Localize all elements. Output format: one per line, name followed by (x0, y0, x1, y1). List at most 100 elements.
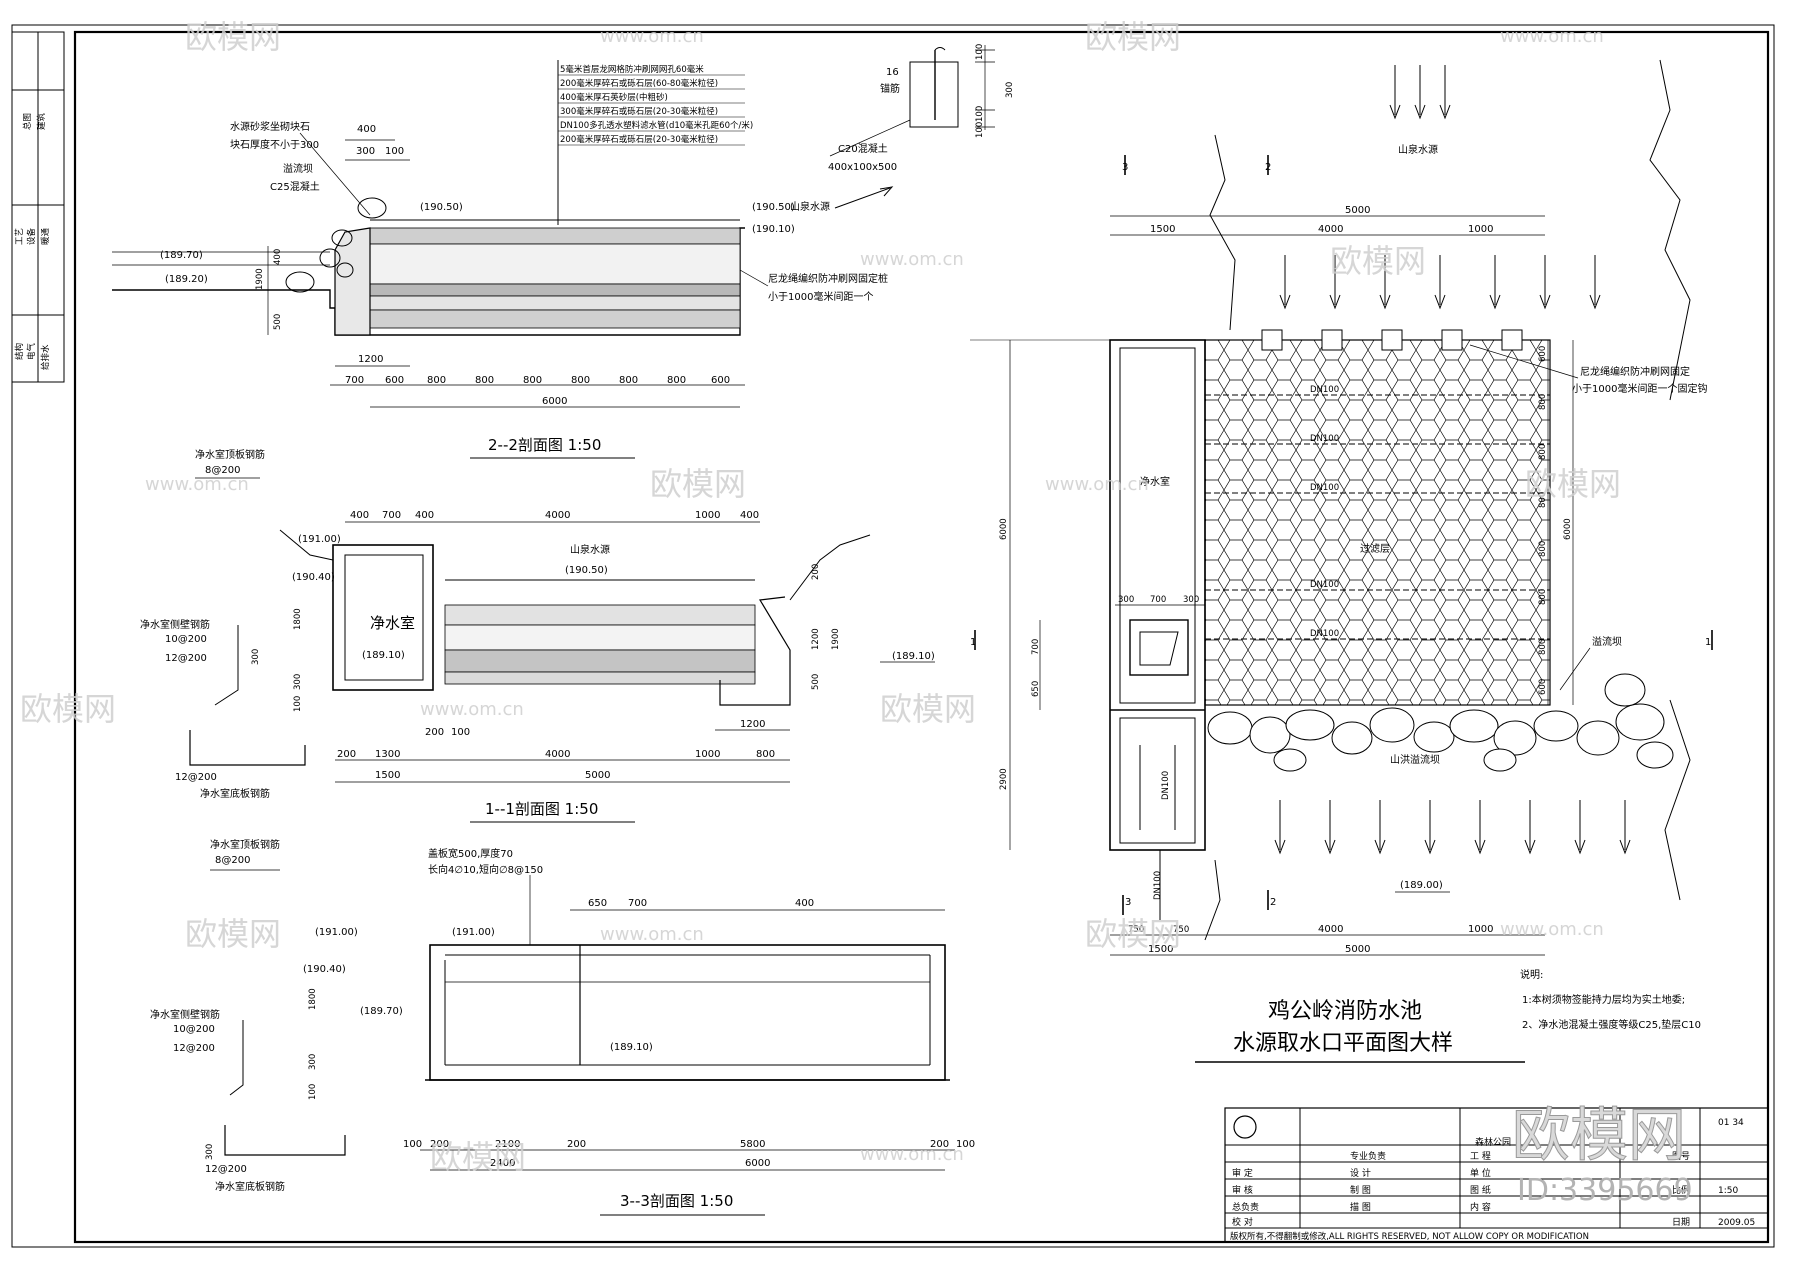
s11-top-bar: 8@200 (205, 465, 240, 476)
tb-row1-col3: 工 程 (1470, 1151, 1491, 1162)
watermark-brand-4: 欧模网 (650, 465, 746, 503)
tb-right-value-2: 1:50 (1718, 1186, 1738, 1196)
side-label-geipaishui: 给排水 (40, 344, 51, 370)
watermark-domain-7: www.om.cn (1500, 919, 1604, 940)
dim-row-800a: 800 (427, 375, 446, 386)
plan-section-mark-1-left: 1 (970, 637, 976, 648)
stake-dim-100b: 100 (975, 106, 985, 122)
label-c25: C25混凝土 (270, 180, 320, 193)
label-masonry: 水源砂浆坐砌块石 (230, 120, 310, 133)
plan-room-dim-300b: 300 (1183, 595, 1199, 605)
plan-ldim-700: 700 (1031, 639, 1041, 655)
s11-source: 山泉水源 (570, 543, 610, 556)
plan-pipe-label-4: DN100 (1310, 580, 1339, 590)
elev-190-50-right: (190.50) (752, 202, 795, 213)
watermark-brand-6: 欧模网 (20, 690, 116, 728)
plan-top-1000: 1000 (1468, 224, 1493, 235)
s11-bottom-label: 净水室底板钢筋 (200, 787, 270, 800)
s33-dim-700: 700 (628, 898, 647, 909)
s33-elev-189-70: (189.70) (360, 1006, 403, 1017)
s11-top-label: 净水室顶板钢筋 (195, 448, 265, 461)
plan-pipe-label: DN100 (1153, 871, 1163, 900)
s33-bdim-200a: 200 (430, 1139, 449, 1150)
s33-vdim-100: 100 (308, 1084, 318, 1100)
side-label-nuantong: 暖通 (40, 227, 51, 245)
elev-189-70: (189.70) (160, 250, 203, 261)
plan-btotal-1500: 1500 (1148, 944, 1173, 955)
s33-bdim-200c: 200 (930, 1139, 949, 1150)
plan-rdim-600b: 600 (1538, 679, 1548, 695)
s33-dim-400: 400 (795, 898, 814, 909)
s11-vdim-1200: 1200 (811, 628, 821, 650)
watermark-domain-1: www.om.cn (600, 26, 704, 47)
s11-elev-191-00: (191.00) (298, 534, 341, 545)
s33-bdim-200b: 200 (567, 1139, 586, 1150)
tb-right-label-2: 比例 (1672, 1184, 1690, 1196)
plan-bdim-1000: 1000 (1468, 924, 1493, 935)
s11-dim-400a: 400 (350, 510, 369, 521)
s11-dim-400b: 400 (415, 510, 434, 521)
section-1-1-title: 1--1剖面图 1:50 (485, 800, 598, 818)
watermark-brand-3: 欧模网 (1330, 242, 1426, 280)
plan-rdim-600a: 600 (1538, 346, 1548, 362)
plan-source-label: 山泉水源 (1398, 143, 1438, 156)
s11-vdim-200: 200 (811, 564, 821, 580)
dim-row-800e: 800 (619, 375, 638, 386)
vdim-1900: 1900 (255, 268, 265, 290)
note-line-4: 300毫米厚碎石或砾石层(20-30毫米粒径) (560, 106, 718, 117)
s11-total-1500: 1500 (375, 770, 400, 781)
plan-rdim-800f: 800 (1538, 639, 1548, 655)
s11-dim-400c: 400 (740, 510, 759, 521)
s11-elev-189-10-right: (189.10) (892, 651, 935, 662)
tb-row3-col3: 图 纸 (1470, 1184, 1491, 1196)
plan-pipe-labels: DN100 DN100 DN100 DN100 DN100 (1205, 385, 1550, 640)
s11-bdim-1300: 1300 (375, 749, 400, 760)
stake-detail: 16 锚筋 100 300 100 100 C20混凝土 400x100x500 (828, 44, 1015, 173)
dim-row-800d: 800 (571, 375, 590, 386)
stake-label-anchor: 锚筋 (880, 82, 900, 95)
plan-rdim-800a: 800 (1538, 394, 1548, 410)
dim-300-top: 300 (356, 146, 375, 157)
notes-heading: 说明: (1520, 968, 1543, 981)
tb-right-value-1: 01 34 (1718, 1118, 1744, 1128)
watermark-corner: 欧模网 ID:3395669 (1512, 1101, 1693, 1209)
s33-bdim-100a: 100 (403, 1139, 422, 1150)
watermark-corner-id: ID:3395669 (1517, 1173, 1693, 1208)
tb-right-label-3: 日期 (1672, 1217, 1690, 1228)
watermark-domain-8: www.om.cn (600, 924, 704, 945)
vdim-400: 400 (273, 249, 283, 265)
label-weir: 溢流坝 (283, 162, 313, 175)
tb-row4-col1: 校 对 (1232, 1216, 1253, 1228)
watermark-brand-8: 欧模网 (185, 915, 281, 953)
net-label-2: 小于1000毫米间距一个 (768, 290, 873, 303)
section-2-2-title: 2--2剖面图 1:50 (488, 436, 601, 454)
plan-pipe-label-5: DN100 (1310, 629, 1339, 639)
tb-row1-col2: 专业负责 (1350, 1150, 1386, 1162)
dim-row-800c: 800 (523, 375, 542, 386)
note-line-5: DN100多孔透水塑料滤水管(d10毫米孔距60个/米) (560, 120, 753, 131)
plan-ldim-2900: 2900 (999, 768, 1009, 790)
notes-item-2: 2、净水池混凝土强度等级C25,垫层C10 (1522, 1018, 1701, 1031)
plan-pipe-label-3: DN100 (1310, 483, 1339, 493)
watermark-corner-brand: 欧模网 (1512, 1101, 1686, 1169)
plan-net-label-1: 尼龙绳编织防冲刷网固定 (1580, 365, 1690, 378)
stake-dim-100c: 100 (975, 122, 985, 138)
tb-copyright: 版权所有,不得翻制或修改,ALL RIGHTS RESERVED, NOT AL… (1230, 1231, 1589, 1242)
dim-row-800f: 800 (667, 375, 686, 386)
s33-bottom-label: 净水室底板钢筋 (215, 1180, 285, 1193)
watermark-group: 欧模网 欧模网 欧模网 欧模网 欧模网 欧模网 欧模网 欧模网 欧模网 欧模网 … (20, 18, 1621, 1176)
plan-bdim-750a: 750 (1128, 925, 1144, 935)
section-1-1: 净水室顶板钢筋 8@200 400 700 400 4000 1000 400 … (140, 448, 935, 823)
watermark-domain-3: www.om.cn (860, 249, 964, 270)
s11-room (332, 544, 434, 691)
dim-row-700: 700 (345, 375, 364, 386)
tb-row3-col2: 制 图 (1350, 1184, 1371, 1196)
dim-row-600b: 600 (711, 375, 730, 386)
plan-room-label: 净水室 (1140, 475, 1170, 488)
section-2-2-notes: 5毫米首层龙网格防冲刷网网孔60毫米 200毫米厚碎石或砾石层(60-80毫米粒… (557, 60, 753, 225)
plan-valve-label: DN100 (1161, 771, 1171, 800)
s11-vdim-500: 500 (811, 674, 821, 690)
drawing-title-line1: 鸡公岭消防水池 (1268, 999, 1422, 1024)
side-label-dianqi: 电气 (26, 342, 37, 360)
plan-section-mark-1-right: 1 (1705, 637, 1711, 648)
